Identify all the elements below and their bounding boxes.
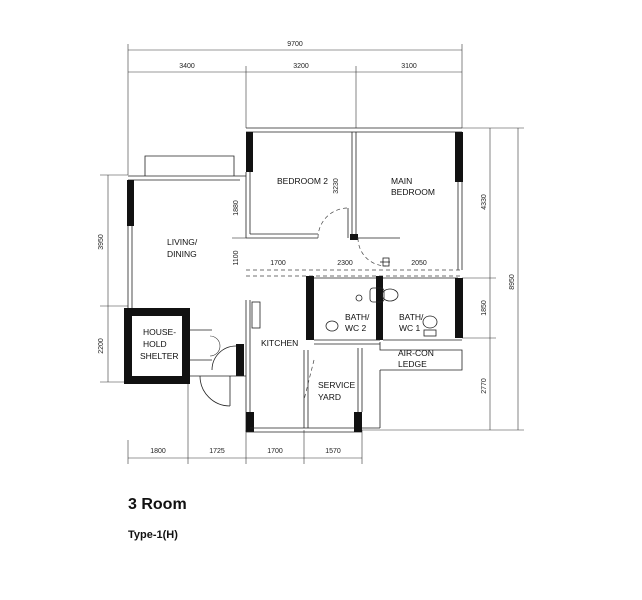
label-bath2-1: BATH/ <box>345 312 370 322</box>
dim-right-total: 8950 <box>509 274 516 290</box>
label-kitchen: KITCHEN <box>261 338 298 348</box>
dim-living-lower: 1100 <box>233 250 240 265</box>
label-bath1-2: WC 1 <box>399 323 421 333</box>
plan-title: 3 Room <box>128 496 187 513</box>
toilet-icon <box>369 287 385 303</box>
interior-dimensions: 3230 1880 1100 1700 2300 2050 <box>232 178 427 267</box>
left-dimensions: 3950 2200 <box>98 174 128 383</box>
dim-corridor-a: 1700 <box>270 260 286 267</box>
label-shelter-1: HOUSE- <box>143 327 176 337</box>
dim-left-seg-2: 2200 <box>98 338 105 354</box>
doors <box>199 207 387 407</box>
label-master-2: BEDROOM <box>391 187 435 197</box>
toilet-2-icon <box>422 315 438 329</box>
label-aircon-1: AIR-CON <box>398 348 434 358</box>
dim-left-seg-1: 3950 <box>98 234 105 250</box>
dim-living-upper: 1880 <box>233 200 240 216</box>
label-living-2: DINING <box>167 249 197 259</box>
label-bath2-2: WC 2 <box>345 323 367 333</box>
dim-top-seg-3: 3100 <box>401 63 417 70</box>
dim-bottom-seg-3: 1700 <box>267 448 283 455</box>
sink-icon <box>251 301 261 329</box>
dim-right-seg-2: 1850 <box>481 300 488 316</box>
dim-bottom-seg-4: 1570 <box>325 448 341 455</box>
label-shelter-2: HOLD <box>143 339 167 349</box>
dim-corridor-c: 2050 <box>411 260 427 267</box>
right-dimensions: 4330 1850 2770 8950 <box>362 127 524 431</box>
label-living-1: LIVING/ <box>167 237 198 247</box>
dim-bottom-seg-1: 1800 <box>150 448 166 455</box>
dim-bottom-seg-2: 1725 <box>209 448 225 455</box>
label-aircon-2: LEDGE <box>398 359 427 369</box>
basin-icon <box>325 320 339 332</box>
top-dimensions: 9700 3400 3200 3100 <box>127 41 463 175</box>
dim-top-total: 9700 <box>287 41 303 48</box>
plan-subtitle: Type-1(H) <box>128 529 178 541</box>
dim-bedroom2-height: 3230 <box>333 178 340 194</box>
dim-top-seg-2: 3200 <box>293 63 309 70</box>
label-bedroom2: BEDROOM 2 <box>277 176 328 186</box>
walls <box>124 127 463 433</box>
label-master-1: MAIN <box>391 176 412 186</box>
dim-corridor-b: 2300 <box>337 260 353 267</box>
label-shelter-3: SHELTER <box>140 351 179 361</box>
fixtures <box>251 257 438 337</box>
dim-right-seg-3: 2770 <box>481 378 488 394</box>
label-bath1-1: BATH/ <box>399 312 424 322</box>
label-service-1: SERVICE <box>318 380 355 390</box>
dim-top-seg-1: 3400 <box>179 63 195 70</box>
dim-right-seg-1: 4330 <box>481 194 488 210</box>
label-service-2: YARD <box>318 392 341 402</box>
room-labels: BEDROOM 2 MAIN BEDROOM LIVING/ DINING HO… <box>140 176 435 402</box>
bottom-dimensions: 1800 1725 1700 1570 <box>127 380 363 464</box>
